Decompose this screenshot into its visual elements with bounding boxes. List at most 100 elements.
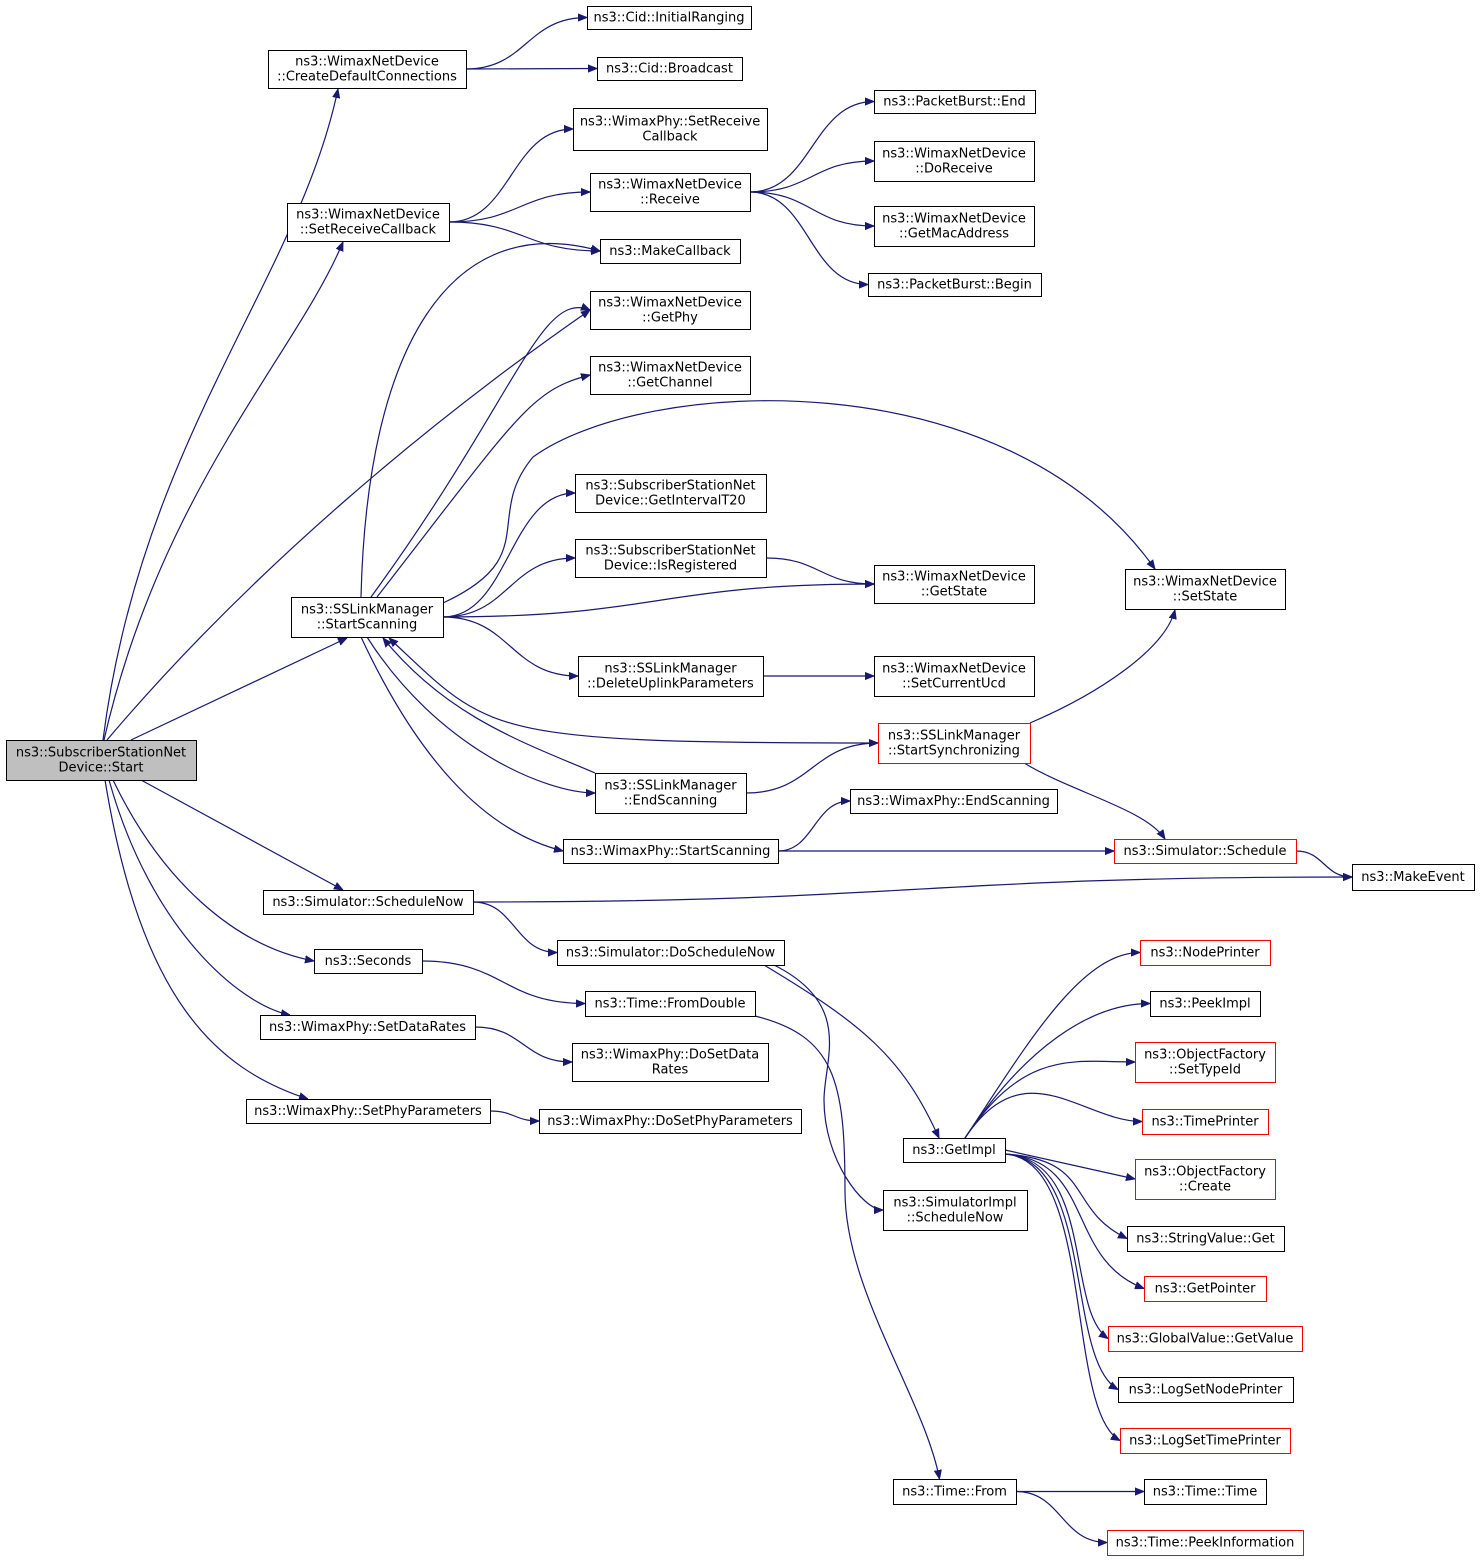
node-global-value-get[interactable]: ns3::GlobalValue::GetValue bbox=[1108, 1326, 1303, 1352]
node-create-default-connections[interactable]: ns3::WimaxNetDevice::CreateDefaultConnec… bbox=[268, 50, 467, 89]
node-box bbox=[1107, 1530, 1304, 1556]
node-ss-is-registered[interactable]: ns3::SubscriberStationNetDevice::IsRegis… bbox=[575, 539, 767, 578]
node-sim-schedule[interactable]: ns3::Simulator::Schedule bbox=[1114, 839, 1297, 864]
node-label-line: ::SetTypeId bbox=[1169, 1063, 1241, 1078]
node-box bbox=[563, 839, 779, 864]
node-box bbox=[1140, 940, 1271, 966]
node-box bbox=[595, 773, 747, 814]
node-dev-set-state[interactable]: ns3::WimaxNetDevice::SetState bbox=[1125, 569, 1286, 610]
node-log-set-time-printer[interactable]: ns3::LogSetTimePrinter bbox=[1120, 1428, 1291, 1454]
node-box bbox=[287, 203, 450, 242]
node-label-line: ns3::Simulator::DoScheduleNow bbox=[566, 946, 776, 961]
node-of-create[interactable]: ns3::ObjectFactory::Create bbox=[1135, 1159, 1276, 1200]
node-label-line: ns3::WimaxNetDevice bbox=[882, 212, 1026, 227]
node-label-line: Callback bbox=[642, 130, 698, 145]
edge-start-to-dev-get-phy bbox=[106, 310, 590, 741]
node-label-line: ns3::Cid::InitialRanging bbox=[593, 11, 744, 26]
node-phy-set-receive-callback[interactable]: ns3::WimaxPhy::SetReceiveCallback bbox=[573, 108, 768, 151]
edge-sslm-start-scanning-to-dev-get-phy bbox=[370, 308, 590, 598]
node-sslm-end-scanning[interactable]: ns3::SSLinkManager::EndScanning bbox=[595, 773, 747, 814]
node-box bbox=[590, 356, 751, 395]
node-label-line: ns3::WimaxNetDevice bbox=[295, 55, 439, 70]
edge-get-impl-to-string-value-get bbox=[1004, 1153, 1127, 1240]
node-get-pointer[interactable]: ns3::GetPointer bbox=[1144, 1276, 1267, 1302]
node-label-line: ::Receive bbox=[640, 193, 700, 208]
node-make-event[interactable]: ns3::MakeEvent bbox=[1352, 864, 1475, 891]
node-cid-initial-ranging[interactable]: ns3::Cid::InitialRanging bbox=[587, 6, 752, 30]
node-cid-broadcast[interactable]: ns3::Cid::Broadcast bbox=[597, 57, 743, 81]
node-string-value-get[interactable]: ns3::StringValue::Get bbox=[1127, 1226, 1285, 1252]
node-label-line: ::ScheduleNow bbox=[907, 1211, 1004, 1226]
node-sim-do-schedule-now[interactable]: ns3::Simulator::DoScheduleNow bbox=[557, 940, 785, 966]
node-time-time[interactable]: ns3::Time::Time bbox=[1144, 1479, 1267, 1505]
node-simimpl-schedule-now[interactable]: ns3::SimulatorImpl::ScheduleNow bbox=[883, 1190, 1028, 1231]
node-seconds[interactable]: ns3::Seconds bbox=[314, 949, 423, 974]
edge-sslm-start-scanning-to-phy-start-scanning bbox=[360, 636, 563, 851]
node-dev-get-mac-address[interactable]: ns3::WimaxNetDevice::GetMacAddress bbox=[874, 206, 1035, 247]
node-dev-do-receive[interactable]: ns3::WimaxNetDevice::DoReceive bbox=[874, 141, 1035, 182]
node-box bbox=[260, 1015, 476, 1040]
node-label-line: ::Create bbox=[1179, 1180, 1231, 1195]
edge-dev-receive-to-dev-get-mac-address bbox=[749, 191, 874, 226]
node-box bbox=[575, 474, 767, 513]
node-dev-get-phy[interactable]: ns3::WimaxNetDevice::GetPhy bbox=[590, 291, 751, 330]
node-node-printer[interactable]: ns3::NodePrinter bbox=[1140, 940, 1271, 966]
edge-sim-do-schedule-now-to-simimpl-schedule-now bbox=[773, 964, 884, 1210]
node-dev-set-receive-callback[interactable]: ns3::WimaxNetDevice::SetReceiveCallback bbox=[287, 203, 450, 242]
edge-sim-schedule-now-to-sim-do-schedule-now bbox=[472, 901, 557, 953]
node-box bbox=[1120, 1428, 1291, 1454]
node-dev-get-channel[interactable]: ns3::WimaxNetDevice::GetChannel bbox=[590, 356, 751, 395]
node-label-line: Rates bbox=[652, 1063, 689, 1078]
node-sslm-start-sync[interactable]: ns3::SSLinkManager::StartSynchronizing bbox=[878, 723, 1031, 764]
node-peek-impl[interactable]: ns3::PeekImpl bbox=[1150, 991, 1261, 1017]
edge-phy-set-data-rates-to-phy-do-set-data-rates bbox=[474, 1026, 572, 1062]
node-phy-start-scanning[interactable]: ns3::WimaxPhy::StartScanning bbox=[563, 839, 779, 864]
node-sslm-delete-uplink[interactable]: ns3::SSLinkManager::DeleteUplinkParamete… bbox=[578, 656, 764, 697]
node-time-from[interactable]: ns3::Time::From bbox=[893, 1479, 1017, 1505]
node-box bbox=[291, 597, 444, 638]
node-box bbox=[1118, 1377, 1294, 1403]
node-packetburst-end[interactable]: ns3::PacketBurst::End bbox=[874, 90, 1036, 114]
node-phy-set-phy-params[interactable]: ns3::WimaxPhy::SetPhyParameters bbox=[246, 1099, 491, 1124]
edge-dev-receive-to-packetburst-end bbox=[749, 102, 874, 193]
node-time-from-double[interactable]: ns3::Time::FromDouble bbox=[585, 991, 756, 1017]
node-label-line: ns3::LogSetTimePrinter bbox=[1129, 1434, 1281, 1449]
node-of-set-type-id[interactable]: ns3::ObjectFactory::SetTypeId bbox=[1135, 1042, 1276, 1083]
edge-time-from-to-time-peek-info bbox=[1015, 1490, 1107, 1543]
node-packetburst-begin[interactable]: ns3::PacketBurst::Begin bbox=[868, 273, 1042, 297]
node-dev-get-state[interactable]: ns3::WimaxNetDevice::GetState bbox=[874, 565, 1035, 604]
node-make-callback[interactable]: ns3::MakeCallback bbox=[600, 239, 741, 264]
edge-sslm-start-scanning-to-make-callback bbox=[360, 242, 600, 598]
node-label-line: ns3::Time::FromDouble bbox=[595, 997, 746, 1012]
edge-sslm-start-scanning-to-sslm-delete-uplink bbox=[442, 616, 578, 676]
node-get-impl[interactable]: ns3::GetImpl bbox=[903, 1138, 1006, 1163]
edge-start-to-phy-set-phy-params bbox=[104, 779, 308, 1099]
node-dev-set-current-ucd[interactable]: ns3::WimaxNetDevice::SetCurrentUcd bbox=[874, 656, 1035, 697]
node-label-line: ns3::WimaxPhy::SetReceive bbox=[580, 115, 760, 130]
edge-start-to-sim-schedule-now bbox=[140, 779, 343, 890]
node-ss-get-interval-t20[interactable]: ns3::SubscriberStationNetDevice::GetInte… bbox=[575, 474, 767, 513]
node-label-line: ns3::LogSetNodePrinter bbox=[1129, 1383, 1283, 1398]
node-phy-set-data-rates[interactable]: ns3::WimaxPhy::SetDataRates bbox=[260, 1015, 476, 1040]
edge-get-impl-to-global-value-get bbox=[1004, 1153, 1108, 1339]
node-phy-end-scanning[interactable]: ns3::WimaxPhy::EndScanning bbox=[850, 789, 1058, 814]
node-time-printer[interactable]: ns3::TimePrinter bbox=[1142, 1109, 1269, 1135]
node-time-peek-info[interactable]: ns3::Time::PeekInformation bbox=[1107, 1530, 1304, 1556]
node-label-line: ns3::Time::Time bbox=[1153, 1485, 1257, 1500]
node-log-set-node-printer[interactable]: ns3::LogSetNodePrinter bbox=[1118, 1377, 1294, 1403]
edge-seconds-to-time-from-double bbox=[421, 960, 585, 1004]
node-box bbox=[1135, 1042, 1276, 1083]
node-box bbox=[868, 273, 1042, 297]
node-sim-schedule-now[interactable]: ns3::Simulator::ScheduleNow bbox=[263, 890, 474, 915]
edge-get-impl-to-peek-impl bbox=[964, 1004, 1150, 1139]
node-sslm-start-scanning[interactable]: ns3::SSLinkManager::StartScanning bbox=[291, 597, 444, 638]
node-dev-receive[interactable]: ns3::WimaxNetDevice::Receive bbox=[590, 173, 751, 212]
node-box bbox=[1150, 991, 1261, 1017]
edge-sim-schedule-to-make-event bbox=[1295, 850, 1352, 877]
node-box bbox=[572, 1043, 769, 1082]
node-label-line: ns3::PeekImpl bbox=[1159, 997, 1250, 1012]
edge-sslm-start-sync-to-sslm-start-scanning bbox=[389, 638, 879, 744]
node-phy-do-set-phy-params[interactable]: ns3::WimaxPhy::DoSetPhyParameters bbox=[539, 1109, 802, 1134]
